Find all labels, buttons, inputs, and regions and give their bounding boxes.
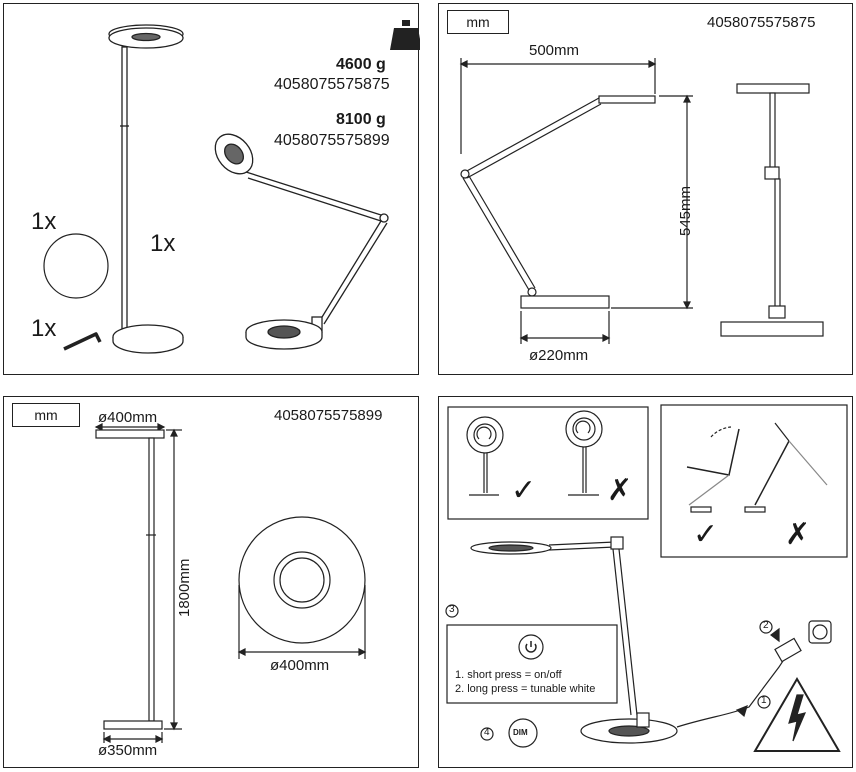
base-disc-drawing (43, 233, 109, 299)
power-button-instruction-2: 2. long press = tunable white (455, 683, 596, 695)
desk-lamp-drawing (214, 133, 389, 350)
head-diameter-label: ø400mm (98, 409, 158, 426)
power-button-instruction-1: 1. short press = on/off (455, 669, 562, 681)
height-label: 1800mm (176, 558, 193, 617)
floor-lamp-dimension-drawing (94, 423, 367, 743)
contents-panel: 4600 g 4058075575875 8100 g 405807557589… (3, 3, 420, 375)
dim-button-label: DIM (513, 728, 528, 737)
desk-lamp-dimension-drawing (459, 58, 824, 344)
floor-lamp-drawing (108, 24, 184, 354)
floor-dimensions-panel: mm 4058075575899 (3, 396, 419, 768)
qty-key: 1x (31, 315, 57, 342)
usage-illustration (445, 404, 848, 752)
product-code: 4058075575899 (274, 407, 383, 424)
usage-panel: ✓ ✗ ✓ ✗ 3 2 1 4 1. short press = on/off … (438, 396, 853, 768)
qty-lamp: 1x (150, 230, 176, 257)
contents-illustration (43, 20, 420, 354)
cross-mark-rotate: ✗ (607, 474, 633, 507)
qty-disc: 1x (31, 208, 57, 235)
height-label: 545mm (677, 185, 694, 236)
desk-dimensions-panel: mm 4058075575875 (438, 3, 853, 375)
weight-icon (390, 20, 420, 50)
weight-floor-lamp: 8100 g (336, 111, 386, 128)
step-2-label: 2 (763, 620, 769, 631)
code-desk-lamp: 4058075575875 (274, 76, 390, 93)
step-3-label: 3 (449, 604, 455, 615)
head-plan-diameter-label: ø400mm (270, 657, 330, 674)
product-code: 4058075575875 (707, 14, 816, 31)
width-label: 500mm (529, 42, 580, 59)
code-floor-lamp: 4058075575899 (274, 132, 390, 149)
allen-key-drawing (63, 332, 102, 351)
check-mark-rotate: ✓ (511, 474, 537, 507)
cross-mark-arm: ✗ (785, 518, 811, 551)
unit-label: mm (12, 403, 80, 427)
base-diameter-label: ø350mm (98, 742, 158, 759)
weight-desk-lamp: 4600 g (336, 56, 386, 73)
check-mark-arm: ✓ (693, 518, 719, 551)
unit-label: mm (447, 10, 509, 34)
step-1-label: 1 (761, 695, 767, 706)
step-4-label: 4 (484, 727, 490, 738)
base-diameter-label: ø220mm (529, 347, 589, 364)
